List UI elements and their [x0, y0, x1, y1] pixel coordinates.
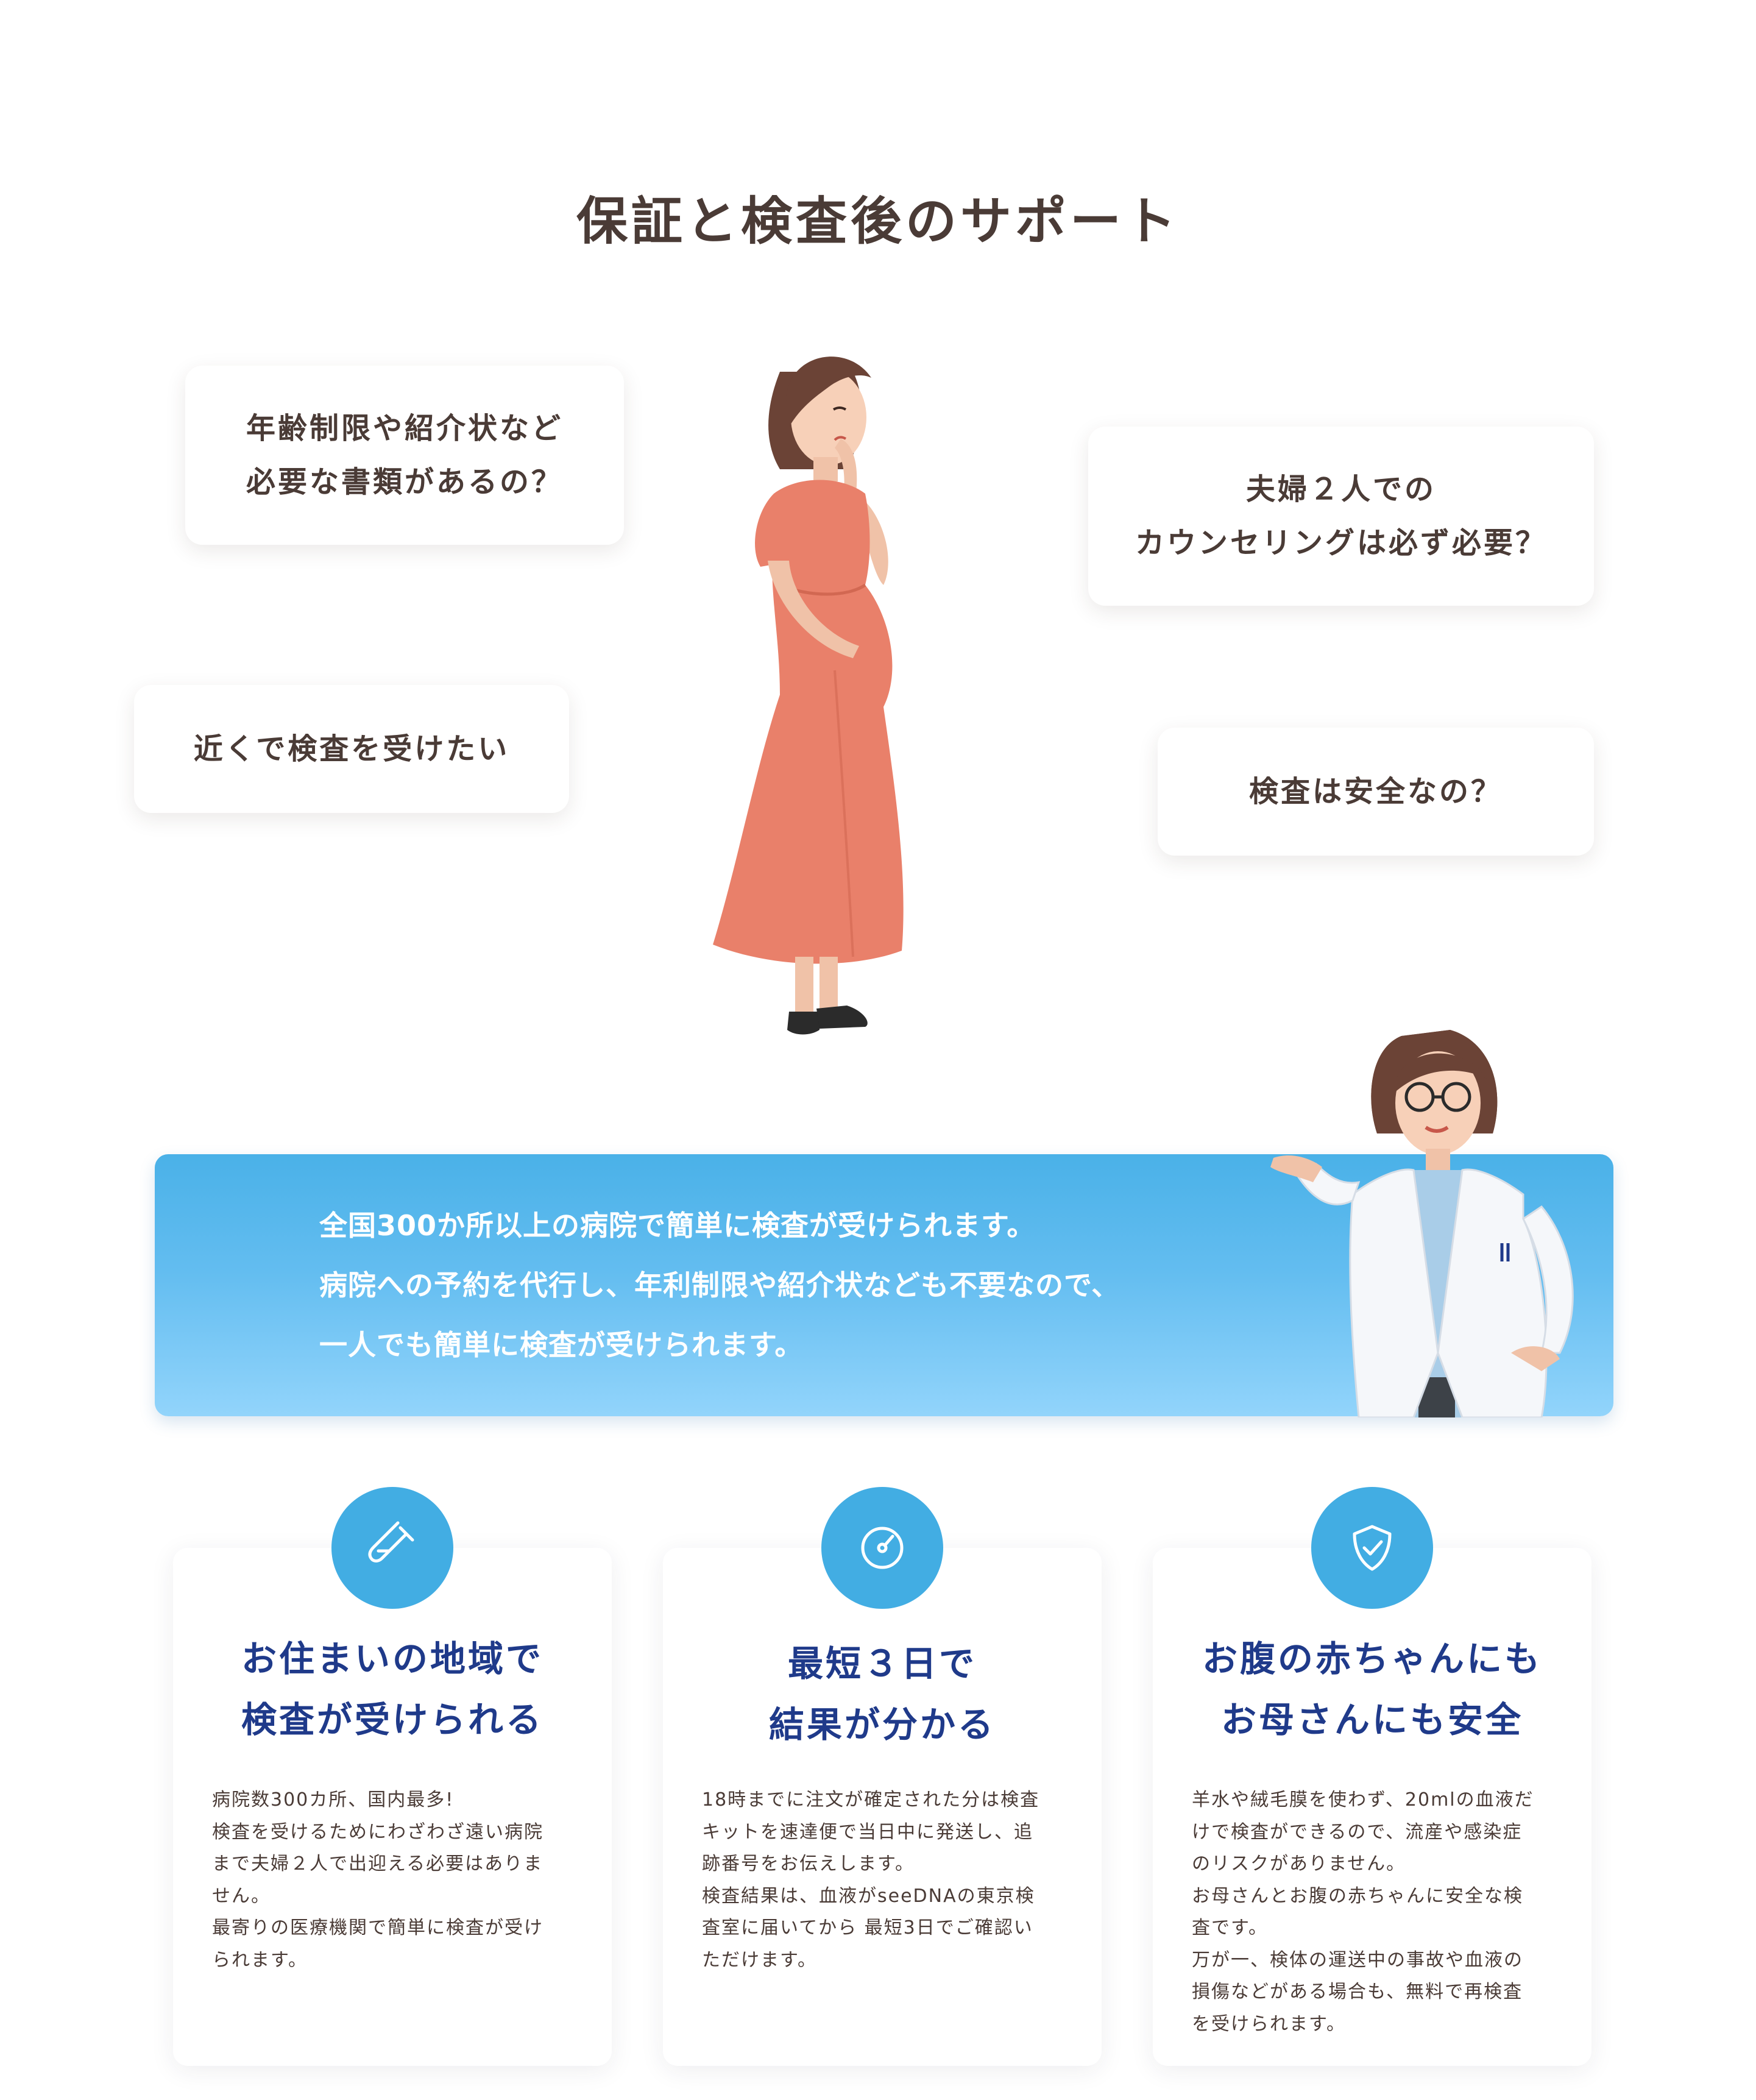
bubble-text: 必要な書類があるの？ — [246, 465, 563, 499]
bubble-text: 夫婦２人での — [1245, 472, 1436, 506]
feature-body-line: せん。 — [212, 1885, 271, 1907]
feature-body-line: お母さんとお腹の赤ちゃんに安全な検 — [1192, 1885, 1523, 1907]
feature-body-line: けで検査ができるので、流産や感染症 — [1192, 1821, 1523, 1843]
feature-body-local: 病院数300カ所、国内最多! 検査を受けるためにわざわざ遠い病院 まで夫婦２人で… — [212, 1784, 578, 1976]
feature-body-safe: 羊水や絨毛膜を使わず、20mlの血液だ けで検査ができるので、流産や感染症 のリ… — [1192, 1784, 1557, 2040]
feature-body-line: 検査を受けるためにわざわざ遠い病院 — [212, 1821, 543, 1843]
feature-title-line: 検査が受けられる — [241, 1699, 543, 1740]
question-bubble-safety: 検査は安全なの？ — [1158, 728, 1594, 856]
feature-body-line: 病院数300カ所、国内最多! — [212, 1789, 455, 1811]
feature-title-safe: お腹の赤ちゃんにも お母さんにも安全 — [1153, 1628, 1591, 1750]
question-bubble-nearby: 近くで検査を受けたい — [134, 685, 569, 813]
pregnant-woman-illustration — [713, 357, 904, 1035]
question-bubble-age-limit: 年齢制限や紹介状など 必要な書類があるの？ — [185, 366, 624, 545]
speed-gauge-icon — [861, 1527, 904, 1569]
feature-title-speed: 最短３日で 結果が分かる — [663, 1633, 1102, 1755]
feature-body-line: ただけます。 — [702, 1949, 817, 1971]
feature-title-line: 結果が分かる — [768, 1704, 996, 1745]
feature-card-speed — [663, 1548, 1102, 2066]
banner-text: 全国300か所以上の病院で簡単に検査が受けられます。 病院への予約を代行し、年利… — [319, 1196, 1233, 1375]
feature-title-local: お住まいの地域で 検査が受けられる — [173, 1628, 612, 1750]
feature-card-local — [173, 1548, 612, 2066]
feature-title-line: お住まいの地域で — [241, 1638, 543, 1680]
feature-title-line: 最短３日で — [787, 1643, 977, 1684]
bubble-text: 検査は安全なの？ — [1248, 775, 1503, 809]
feature-body-line: 万が一、検体の運送中の事故や血液の — [1192, 1949, 1523, 1971]
feature-body-line: まで夫婦２人で出迎える必要はありま — [212, 1853, 543, 1875]
feature-card-safe — [1153, 1548, 1591, 2066]
banner-line: 病院への予約を代行し、年利制限や紹介状なども不要なので、 — [319, 1269, 1121, 1302]
test-tube-icon — [368, 1521, 414, 1563]
feature-body-line: 査です。 — [1192, 1917, 1268, 1939]
feature-body-line: 最寄りの医療機関で簡単に検査が受け — [212, 1917, 543, 1939]
shield-check-icon — [1353, 1525, 1392, 1571]
feature-body-line: られます。 — [212, 1949, 308, 1971]
feature-body-line: のリスクがありません。 — [1192, 1853, 1406, 1875]
feature-title-line: お母さんにも安全 — [1220, 1699, 1523, 1740]
feature-icon-circle — [331, 1487, 453, 1609]
feature-body-line: 18時までに注文が確定された分は検査 — [702, 1789, 1040, 1811]
feature-icon-circle — [1311, 1487, 1433, 1609]
bubble-text: 年齢制限や紹介状など — [246, 411, 563, 445]
question-bubble-counseling: 夫婦２人での カウンセリングは必ず必要？ — [1088, 427, 1594, 606]
feature-body-line: 跡番号をお伝えします。 — [702, 1853, 915, 1875]
banner-line: 一人でも簡単に検査が受けられます。 — [319, 1328, 804, 1361]
bubble-text: カウンセリングは必ず必要？ — [1135, 526, 1547, 560]
section-title: 保証と検査後のサポート — [576, 191, 1180, 251]
feature-body-line: 査室に届いてから 最短3日でご確認い — [702, 1917, 1033, 1939]
bubble-text: 近くで検査を受けたい — [193, 732, 510, 766]
feature-body-line: 損傷などがある場合も、無料で再検査 — [1192, 1981, 1523, 2002]
feature-body-speed: 18時までに注文が確定された分は検査 キットを速達便で当日中に発送し、追 跡番号… — [702, 1784, 1067, 1976]
feature-icon-circle — [821, 1487, 943, 1609]
feature-body-line: 羊水や絨毛膜を使わず、20mlの血液だ — [1192, 1789, 1534, 1811]
banner-line: 全国300か所以上の病院で簡単に検査が受けられます。 — [319, 1209, 1036, 1242]
feature-body-line: キットを速達便で当日中に発送し、追 — [702, 1821, 1033, 1843]
feature-body-line: 検査結果は、血液がseeDNAの東京検 — [702, 1885, 1035, 1907]
feature-title-line: お腹の赤ちゃんにも — [1202, 1638, 1542, 1680]
feature-body-line: を受けられます。 — [1192, 2013, 1346, 2035]
